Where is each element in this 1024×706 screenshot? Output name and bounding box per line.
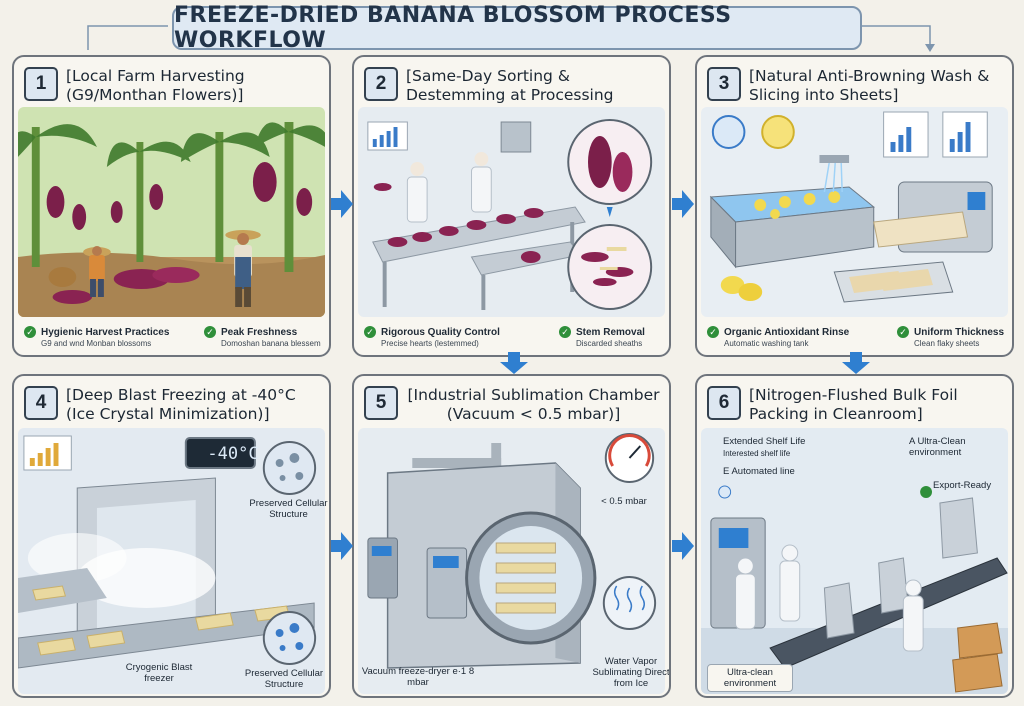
caption-main: Hygienic Harvest Practices	[41, 327, 170, 338]
step-title: [Local Farm Harvesting (G9/Monthan Flowe…	[66, 67, 245, 104]
step-title: [Nitrogen-Flushed Bulk Foil Packing in C…	[749, 386, 958, 423]
step-title: [Deep Blast Freezing at -40°C (Ice Cryst…	[66, 386, 296, 423]
step-title: [Same-Day Sorting & Destemming at Proces…	[406, 67, 614, 123]
caption-peak-freshness: ✓ Peak Freshness Domoshan banana blessem	[204, 326, 329, 349]
arrow-1-to-2	[331, 190, 353, 218]
check-icon: ✓	[24, 326, 36, 338]
label-ultra-clean-room: Ultra-clean environment	[707, 664, 793, 692]
temperature-display: -40°C	[207, 444, 259, 464]
caption-hygienic: ✓ Hygienic Harvest Practices G9 and wnd …	[24, 326, 174, 349]
step-number: 1	[24, 67, 58, 101]
panel-sorting-destemming: 2 [Same-Day Sorting & Destemming at Proc…	[352, 55, 671, 357]
panel-wash-slicing: 3 [Natural Anti-Browning Wash & Slicing …	[695, 55, 1014, 357]
label-export-ready: Export-Ready	[933, 480, 992, 491]
check-icon: ✓	[559, 326, 571, 338]
caption-stem-removal: ✓ Stem Removal Discarded sheaths	[559, 326, 669, 349]
label-extended-shelf-life: Extended Shelf Life	[723, 436, 806, 447]
farm-scene	[18, 107, 325, 317]
step-number: 2	[364, 67, 398, 101]
step-number: 6	[707, 386, 741, 420]
caption-antioxidant-rinse: ✓ Organic Antioxidant Rinse Automatic wa…	[707, 326, 877, 349]
arrow-5-to-6	[672, 532, 694, 560]
caption-uniform-thickness: ✓ Uniform Thickness Clean flaky sheets	[897, 326, 1012, 349]
label-preserved-structure-top: Preserved Cellular Structure	[249, 498, 328, 520]
label-water-vapor: Water Vapor Sublimating Direct from Ice	[592, 656, 670, 689]
wash-scene	[701, 107, 1008, 317]
caption-quality-control: ✓ Rigorous Quality Control Precise heart…	[364, 326, 524, 349]
arrow-down-3	[842, 352, 870, 374]
step-title: [Industrial Sublimation Chamber (Vacuum …	[407, 386, 660, 423]
panel-blast-freezing: 4 [Deep Blast Freezing at -40°C (Ice Cry…	[12, 374, 331, 698]
caption-sub: Domoshan banana blessem	[221, 339, 321, 348]
arrow-2-to-3	[672, 190, 694, 218]
arrow-4-to-5	[331, 532, 353, 560]
caption-sub: Automatic washing tank	[724, 339, 809, 348]
caption-main: Uniform Thickness	[914, 327, 1005, 338]
label-cryogenic-blast: Cryogenic Blast freezer	[125, 662, 193, 684]
title-connectors	[87, 25, 935, 52]
step-number: 5	[364, 386, 398, 420]
packing-scene	[701, 428, 1008, 694]
arrow-down-2	[500, 352, 528, 374]
check-icon: ✓	[897, 326, 909, 338]
caption-sub: Precise hearts (lestemmed)	[381, 339, 479, 348]
label-vacuum-gauge: < 0.5 mbar	[601, 496, 647, 507]
sorting-scene	[358, 107, 665, 317]
label-automated-line: E Automated line	[723, 466, 795, 477]
label-ultra-clean: A Ultra-Clean environment	[909, 436, 966, 458]
step-number: 3	[707, 67, 741, 101]
step-title: [Natural Anti-Browning Wash & Slicing in…	[749, 67, 990, 104]
freezer-scene	[18, 428, 325, 694]
caption-main: Rigorous Quality Control	[381, 327, 500, 338]
caption-sub: Clean flaky sheets	[914, 339, 980, 348]
chamber-scene	[358, 428, 665, 694]
check-icon: ✓	[707, 326, 719, 338]
panel-sublimation-chamber: 5 [Industrial Sublimation Chamber (Vacuu…	[352, 374, 671, 698]
check-icon: ✓	[204, 326, 216, 338]
caption-main: Stem Removal	[576, 327, 645, 338]
label-shelf-sub: Interested shelf life	[723, 449, 791, 458]
caption-sub: Discarded sheaths	[576, 339, 643, 348]
panel-farm-harvesting: 1 [Local Farm Harvesting (G9/Monthan Flo…	[12, 55, 331, 357]
step-number: 4	[24, 386, 58, 420]
caption-main: Peak Freshness	[221, 327, 298, 338]
check-icon: ✓	[364, 326, 376, 338]
label-preserved-structure-bottom: Preserved Cellular Structure	[244, 668, 324, 690]
workflow-title: FREEZE-DRIED BANANA BLOSSOM PROCESS WORK…	[172, 3, 862, 53]
panel-nitrogen-packing: 6 [Nitrogen-Flushed Bulk Foil Packing in…	[695, 374, 1014, 698]
label-vacuum-freeze-dryer: Vacuum freeze-dryer e·1 8 mbar	[361, 666, 475, 688]
caption-sub: G9 and wnd Monban blossoms	[41, 339, 152, 348]
caption-main: Organic Antioxidant Rinse	[724, 327, 850, 338]
